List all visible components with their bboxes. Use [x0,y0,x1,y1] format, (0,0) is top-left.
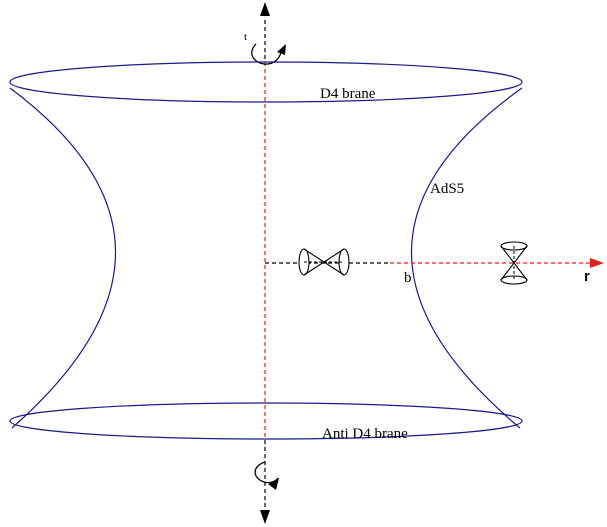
left-wall [9,87,117,429]
r-axis-arrow [590,258,604,268]
bulk-label: AdS5 [430,181,464,197]
rotation-arrow-top-icon [251,43,286,65]
r-axis [265,258,604,268]
brane-surface [9,61,523,440]
light-cone-horizontal-icon [298,248,350,276]
bottom-brane-label: Anti D4 brane [322,426,408,442]
top-brane-label: D4 brane [320,86,376,102]
radius-point-label: b [404,270,412,286]
rotation-arrow-bottom-icon [254,461,279,490]
bottom-brane-ellipse [9,402,523,440]
right-wall [410,87,523,429]
t-axis-label: t [244,31,247,43]
top-brane-ellipse [9,61,523,103]
r-axis-label: r [584,268,590,285]
t-axis-arrow-up [260,2,270,16]
t-axis-arrow-down [260,510,270,524]
light-cone-vertical-icon [500,241,528,285]
t-axis [260,2,270,524]
